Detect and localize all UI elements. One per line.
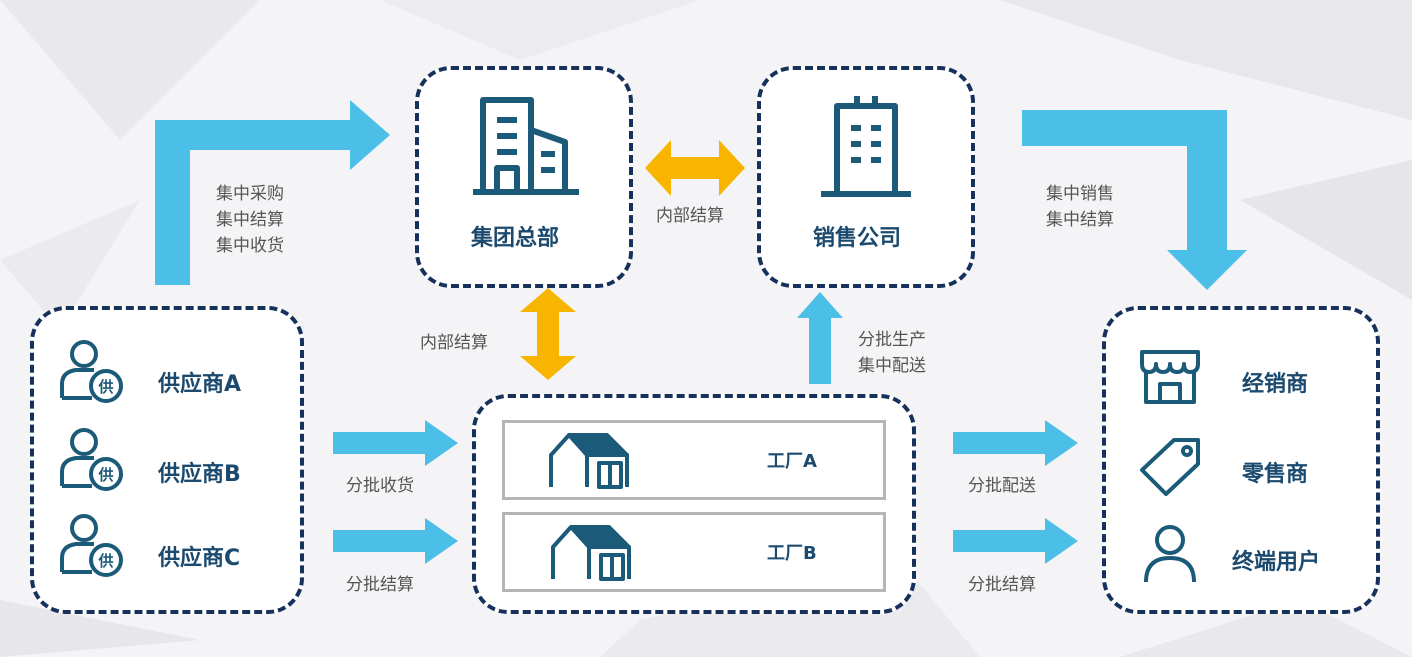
customer-settle-arrow [953, 518, 1078, 564]
retailer-name: 零售商 [1242, 462, 1309, 487]
supplier-person-icon: 供 [60, 514, 123, 577]
hq-factory-double-arrow [520, 288, 576, 380]
factory-house-icon [549, 433, 629, 489]
customers-box: 经销商 零售商 终端用户 [1102, 306, 1380, 614]
distribution-arrow [1022, 110, 1247, 290]
factory-to-sales-arrow [797, 292, 843, 384]
hq-sales-label: 内部结算 [656, 206, 724, 226]
sales-company-title: 销售公司 [813, 226, 902, 251]
factories-box: 工厂A 工厂B [472, 394, 916, 614]
supplier-settle-arrow [333, 518, 458, 564]
factory-b-name: 工厂B [767, 543, 817, 564]
suppliers-box: 供 供应商A 供 供应商B 供 供应商C [30, 306, 304, 614]
supplier-person-icon: 供 [60, 340, 123, 403]
dealer-name: 经销商 [1242, 372, 1309, 397]
supplier-a-name: 供应商A [158, 372, 242, 397]
procurement-arrow [155, 100, 390, 285]
hq-factory-label: 内部结算 [420, 333, 488, 353]
supplier-b-name: 供应商B [158, 462, 241, 487]
supplier-badge: 供 [97, 552, 113, 570]
supplier-settle-label: 分批结算 [346, 575, 414, 595]
factory-a-card: 工厂A [502, 420, 886, 500]
user-icon [1144, 525, 1196, 583]
hq-box: 集团总部 [415, 66, 633, 288]
procurement-line-2: 集中结算 [216, 210, 284, 230]
office-building-icon [473, 97, 579, 195]
hq-sales-double-arrow [645, 140, 745, 196]
sales-distribution-line-1: 集中销售 [1046, 184, 1114, 204]
sales-distribution-line-2: 集中结算 [1046, 210, 1114, 230]
sales-distribution-label: 集中销售 集中结算 [1046, 181, 1114, 233]
customer-deliver-label: 分批配送 [968, 476, 1036, 496]
factory-to-sales-line-1: 分批生产 [858, 330, 926, 350]
sales-company-box: 销售公司 [757, 66, 975, 288]
factory-b-card: 工厂B [502, 512, 886, 592]
factory-house-icon [551, 525, 631, 581]
supplier-badge: 供 [97, 466, 113, 484]
customer-settle-label: 分批结算 [968, 575, 1036, 595]
supplier-receive-arrow [333, 420, 458, 466]
tower-building-icon [821, 96, 911, 197]
customer-deliver-arrow [953, 420, 1078, 466]
supplier-receive-label: 分批收货 [346, 476, 414, 496]
procurement-label: 集中采购 集中结算 集中收货 [216, 181, 284, 259]
price-tag-icon [1140, 438, 1200, 496]
hq-title: 集团总部 [471, 226, 560, 251]
end-user-name: 终端用户 [1232, 550, 1321, 575]
supplier-badge: 供 [97, 378, 113, 396]
factory-a-name: 工厂A [767, 451, 817, 472]
factory-to-sales-label: 分批生产 集中配送 [858, 327, 926, 379]
factory-to-sales-line-2: 集中配送 [858, 356, 926, 376]
supplier-c-name: 供应商C [158, 546, 241, 571]
procurement-line-1: 集中采购 [216, 184, 284, 204]
procurement-line-3: 集中收货 [216, 236, 284, 256]
supplier-person-icon: 供 [60, 428, 123, 491]
storefront-icon [1140, 350, 1200, 404]
